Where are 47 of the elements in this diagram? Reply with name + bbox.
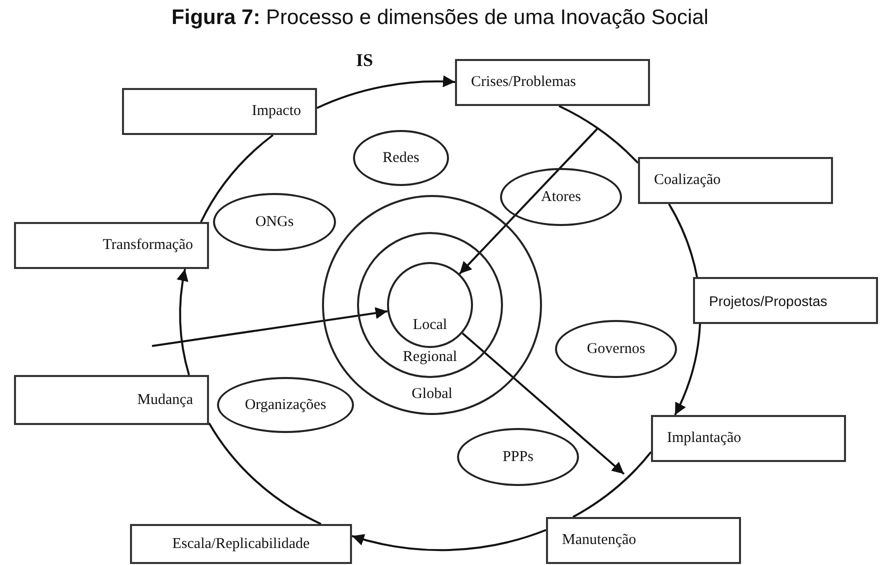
- arrow: [458, 127, 599, 274]
- connector-line: [558, 105, 639, 164]
- process-box: [546, 517, 741, 564]
- node-label: Impacto: [252, 103, 301, 120]
- process-box: [651, 415, 846, 462]
- figure-title: Figura 7: Processo e dimensões de uma Inovação Social: [172, 6, 708, 29]
- connector-line: [200, 134, 274, 222]
- arrow: [352, 529, 546, 551]
- node-label: Organizações: [244, 396, 326, 414]
- arrow: [316, 76, 456, 109]
- node-label: Manutenção: [562, 532, 636, 549]
- node-label: Coalização: [654, 172, 721, 189]
- connector-line: [208, 422, 322, 525]
- process-box: [14, 375, 209, 425]
- node-label: Atores: [541, 188, 581, 206]
- process-box: [130, 524, 352, 564]
- arrow: [674, 324, 701, 416]
- process-box: [693, 277, 878, 324]
- node-label: Projetos/Propostas: [709, 292, 828, 308]
- ellipse-node: [457, 428, 579, 486]
- ellipse-node: [213, 193, 336, 251]
- node-label: Crises/Problemas: [471, 74, 576, 91]
- ellipse-node: [353, 130, 449, 186]
- circle-label: Regional: [402, 348, 458, 366]
- node-label: PPPs: [502, 448, 534, 466]
- connector-line: [668, 204, 698, 278]
- node-label: Implantação: [667, 430, 742, 447]
- node-label: Mudança: [137, 392, 193, 408]
- cycle-label: IS: [356, 50, 374, 71]
- ellipse-node: [217, 377, 354, 433]
- node-label: Redes: [382, 150, 420, 166]
- node-label: Governos: [586, 340, 646, 358]
- process-box: [455, 59, 650, 106]
- circle-label: Global: [412, 385, 452, 403]
- ellipse-node: [555, 320, 677, 378]
- process-box: [14, 222, 209, 269]
- arrow: [152, 307, 388, 347]
- node-label: Transformação: [102, 237, 193, 254]
- arrow: [462, 332, 625, 475]
- process-box: [122, 88, 317, 135]
- node-label: ONGs: [255, 214, 294, 230]
- ellipse-node: [500, 168, 622, 226]
- connector-line: [572, 451, 652, 518]
- circle-label: Local: [412, 316, 448, 334]
- process-box: [638, 157, 833, 204]
- arrow: [177, 268, 190, 376]
- node-label: Escala/Replicabilidade: [172, 536, 310, 552]
